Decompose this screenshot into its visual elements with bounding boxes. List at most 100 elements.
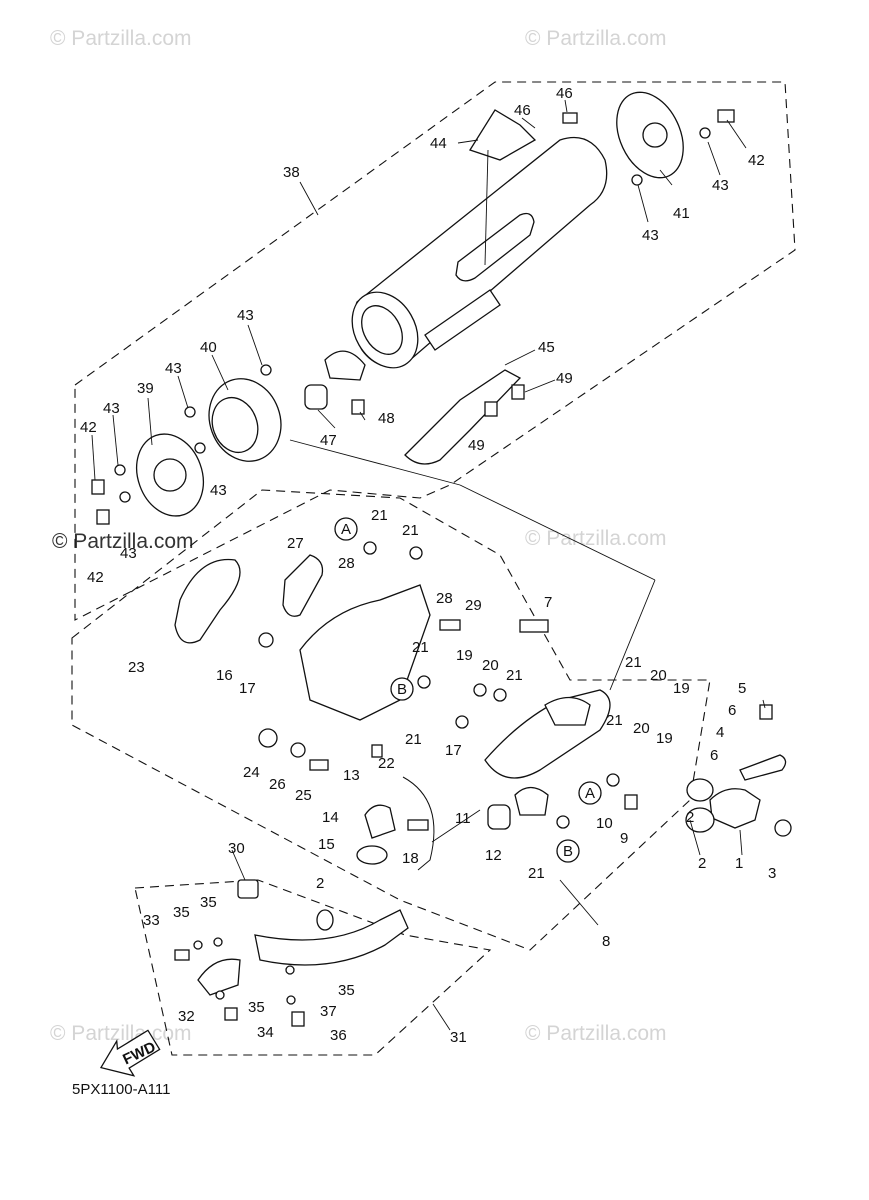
washer-43b xyxy=(184,406,196,418)
bolt-9 xyxy=(624,794,638,810)
part-number-28: 28 xyxy=(436,590,453,607)
plate-39-hole xyxy=(153,458,187,492)
washer-37 xyxy=(286,995,296,1005)
part-number-17: 17 xyxy=(445,742,462,759)
ref-label: A xyxy=(341,521,351,538)
bolt-49b xyxy=(484,401,498,417)
part-number-21: 21 xyxy=(405,731,422,748)
part-number-35: 35 xyxy=(248,999,265,1016)
ref-markers: A B A B xyxy=(334,517,602,863)
part-number-20: 20 xyxy=(650,667,667,684)
pipe-bracket-32 xyxy=(197,958,241,996)
gasket-2c xyxy=(316,909,334,931)
ref-marker-b xyxy=(390,677,414,701)
nut-16 xyxy=(258,632,274,648)
part-number-5: 5 xyxy=(738,680,746,697)
part-number-9: 9 xyxy=(620,830,628,847)
part-number-38: 38 xyxy=(283,164,300,181)
part-number-43: 43 xyxy=(642,227,659,244)
lower-bracket xyxy=(404,369,522,465)
protector-13 xyxy=(299,584,431,721)
leader-lines xyxy=(91,99,766,1031)
part-number-35: 35 xyxy=(338,982,355,999)
grommet-47 xyxy=(304,384,328,410)
collar-20 xyxy=(473,683,487,697)
end-cap-hole xyxy=(642,122,668,148)
watermark: © Partzilla.com xyxy=(525,527,667,550)
part-number-43: 43 xyxy=(712,177,729,194)
muffler-bracket-strip xyxy=(424,289,501,351)
part-number-46: 46 xyxy=(556,85,573,102)
part-number-2: 2 xyxy=(316,875,324,892)
part-number-45: 45 xyxy=(538,339,555,356)
collar-21c xyxy=(417,675,431,689)
bolt-49 xyxy=(511,384,525,400)
protector-27 xyxy=(282,554,324,617)
bolt-7 xyxy=(519,619,549,633)
gasket-2 xyxy=(685,807,715,833)
heat-protector-23 xyxy=(174,558,241,644)
part-number-30: 30 xyxy=(228,840,245,857)
washer-43e xyxy=(119,491,131,503)
part-number-34: 34 xyxy=(257,1024,274,1041)
part-number-19: 19 xyxy=(656,730,673,747)
part-number-40: 40 xyxy=(200,339,217,356)
flange-assembly xyxy=(685,704,792,837)
watermark: © Partzilla.com xyxy=(50,27,192,50)
part-number-26: 26 xyxy=(269,776,286,793)
washer-43 xyxy=(260,364,272,376)
part-number-35: 35 xyxy=(200,894,217,911)
watermark: © Partzilla.com xyxy=(525,27,667,50)
bolt-46 xyxy=(562,112,578,124)
part-number-10: 10 xyxy=(596,815,613,832)
bolt-42b xyxy=(91,479,105,495)
part-number-21: 21 xyxy=(606,712,623,729)
watermark: © Partzilla.com xyxy=(525,1022,667,1045)
part-number-49: 49 xyxy=(468,437,485,454)
pipe-flange xyxy=(544,696,591,726)
group-outlines xyxy=(71,81,796,1056)
bolt-34 xyxy=(224,1007,238,1021)
part-number-21: 21 xyxy=(402,522,419,539)
collar-21d xyxy=(455,715,469,729)
part-number-25: 25 xyxy=(295,787,312,804)
washer-43c xyxy=(194,442,206,454)
collar-21 xyxy=(363,541,377,555)
part-number-42: 42 xyxy=(80,419,97,436)
washer-35b xyxy=(213,937,223,947)
washer-43d xyxy=(114,464,126,476)
front-pipe-body xyxy=(254,909,409,966)
bracket-curve xyxy=(402,776,435,871)
part-number-21: 21 xyxy=(412,639,429,656)
washer-26 xyxy=(290,742,306,758)
part-number-7: 7 xyxy=(544,594,552,611)
bolt-18 xyxy=(407,819,429,831)
collar-21f xyxy=(556,815,570,829)
flange-1 xyxy=(709,788,761,829)
watermark: © Partzilla.com xyxy=(52,530,194,553)
bolt-29 xyxy=(439,619,461,631)
bolt-42c xyxy=(96,509,110,525)
part-number-41: 41 xyxy=(673,205,690,222)
part-number-4: 4 xyxy=(716,724,724,741)
front-pipe-assembly xyxy=(174,879,409,1027)
gasket-15 xyxy=(356,845,388,865)
part-number-19: 19 xyxy=(673,680,690,697)
part-number-21: 21 xyxy=(371,507,388,524)
bracket-4 xyxy=(739,754,787,781)
part-number-18: 18 xyxy=(402,850,419,867)
exhaust-pipe-group-outline xyxy=(71,489,711,951)
part-number-37: 37 xyxy=(320,1003,337,1020)
part-number-6: 6 xyxy=(710,747,718,764)
part-number-22: 22 xyxy=(378,755,395,772)
ref-marker-b2 xyxy=(556,839,580,863)
part-number-39: 39 xyxy=(137,380,154,397)
part-number-27: 27 xyxy=(287,535,304,552)
part-number-6: 6 xyxy=(728,702,736,719)
part-number-19: 19 xyxy=(456,647,473,664)
part-number-2: 2 xyxy=(686,809,694,826)
part-number-11: 11 xyxy=(455,810,471,827)
muffler-heat-shield xyxy=(455,212,535,282)
watermark: © Partzilla.com xyxy=(50,1022,192,1045)
